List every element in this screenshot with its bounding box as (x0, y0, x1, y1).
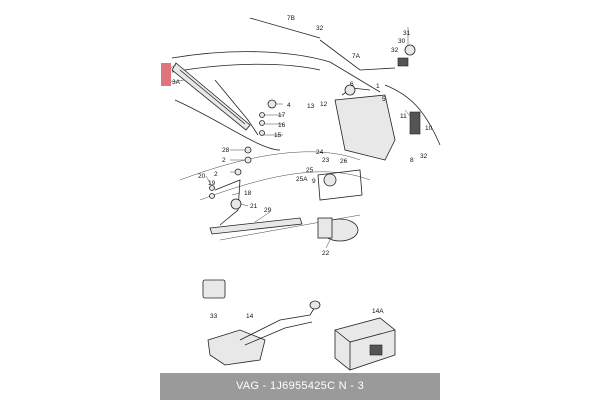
motor-linkage-14 (207, 300, 321, 366)
control-unit-14a (334, 317, 396, 371)
callout-7a: 7A (352, 53, 361, 60)
washer-hose-7a (319, 39, 396, 71)
callout-15: 15 (274, 132, 282, 139)
callout-24: 24 (316, 149, 324, 156)
leader-lines (169, 27, 411, 249)
highlight-marker (161, 63, 171, 86)
callout-labels: 3 3A 4 5 6 1 7A 7B 8 9 10 11 12 13 14 14… (165, 15, 433, 320)
washer-hose-10 (384, 84, 441, 146)
callout-14: 14 (246, 313, 254, 320)
wiper-motor (317, 169, 363, 242)
callout-29: 29 (264, 207, 272, 214)
washer-pump-6 (409, 111, 421, 135)
callout-32-pump: 32 (420, 153, 428, 160)
callout-10: 10 (425, 125, 433, 132)
callout-31: 31 (403, 30, 411, 37)
fasteners-left (209, 99, 277, 199)
callout-32-nozzle: 32 (391, 47, 399, 54)
callout-12: 12 (320, 101, 328, 108)
callout-32-top: 32 (316, 25, 324, 32)
callout-26: 26 (340, 158, 348, 165)
callout-22: 22 (322, 250, 330, 257)
wiper-linkage (209, 179, 303, 235)
callout-3a: 3A (172, 79, 181, 86)
callout-20: 20 (198, 173, 206, 180)
callout-17: 17 (278, 112, 286, 119)
washer-hose-7b (249, 17, 321, 39)
callout-21: 21 (250, 203, 258, 210)
callout-16: 16 (278, 122, 286, 129)
callout-33: 33 (210, 313, 218, 320)
callout-14a: 14A (372, 308, 384, 315)
callout-25a: 25A (296, 176, 308, 183)
callout-28: 28 (222, 147, 230, 154)
wiper-arm (214, 79, 259, 136)
wiper-blade (171, 62, 251, 131)
washer-reservoir (334, 84, 396, 161)
callout-6: 6 (350, 81, 354, 88)
callout-18: 18 (244, 190, 252, 197)
callout-8: 8 (410, 157, 414, 164)
callout-7b: 7B (287, 15, 295, 22)
footer-bar: VAG - 1J6955425C N - 3 (160, 373, 440, 400)
cap-31 (404, 44, 416, 56)
callout-23: 23 (322, 157, 330, 164)
callout-30: 30 (398, 38, 406, 45)
callout-4: 4 (287, 102, 291, 109)
callout-25: 25 (306, 167, 314, 174)
callout-13: 13 (307, 103, 315, 110)
callout-2-upper: 2 (222, 157, 226, 164)
part-number-label: VAG - 1J6955425C N - 3 (235, 380, 365, 392)
car-body-outline (171, 51, 381, 241)
callout-19: 19 (208, 180, 216, 187)
callout-11: 11 (400, 113, 407, 120)
callout-5: 5 (382, 96, 386, 103)
nozzle-32 (397, 57, 409, 67)
relay-33 (202, 279, 226, 299)
callout-9: 9 (312, 178, 316, 185)
callout-1: 1 (376, 83, 380, 90)
callout-2-lower: 2 (214, 171, 218, 178)
